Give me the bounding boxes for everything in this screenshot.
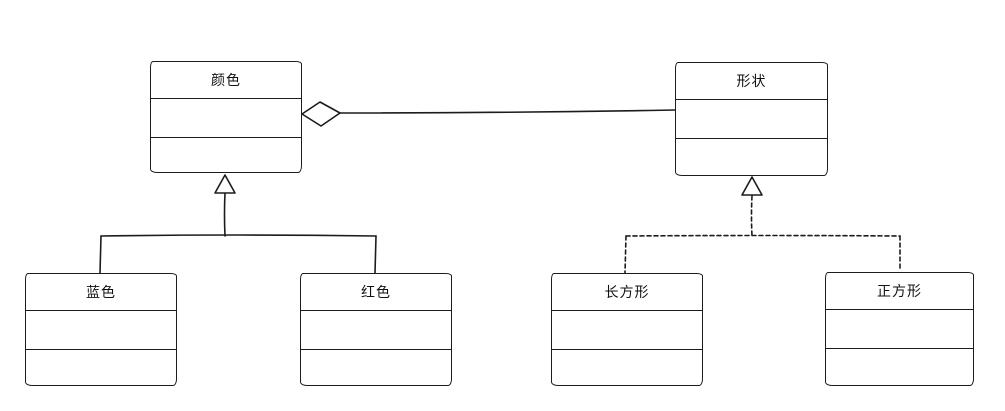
attributes-compartment: [676, 99, 827, 138]
methods-compartment: [552, 349, 702, 385]
hollow-diamond-icon: [301, 101, 341, 127]
attributes-compartment: [552, 310, 702, 349]
class-title: 颜色: [211, 72, 241, 88]
generalization-connector-color[interactable]: [99, 174, 377, 274]
methods-compartment: [26, 349, 176, 385]
class-title: 正方形: [877, 283, 922, 299]
class-box-shape[interactable]: 形状: [675, 62, 828, 176]
generalization-drop-blue-line: [99, 235, 102, 274]
class-title: 形状: [736, 73, 767, 89]
methods-compartment: [151, 137, 301, 172]
class-title: 蓝色: [86, 284, 116, 300]
realization-stem-line: [750, 195, 753, 237]
methods-compartment: [826, 348, 973, 385]
attributes-compartment: [826, 309, 973, 348]
generalization-crossbar-line: [100, 234, 377, 237]
class-box-square[interactable]: 正方形: [825, 272, 974, 386]
methods-compartment: [301, 349, 451, 385]
aggregation-line: [339, 109, 676, 114]
aggregation-connector[interactable]: [301, 101, 676, 127]
attributes-compartment: [301, 310, 451, 349]
attributes-compartment: [151, 98, 301, 137]
attributes-compartment: [26, 310, 176, 349]
methods-compartment: [676, 138, 827, 175]
class-box-blue[interactable]: 蓝色: [25, 273, 177, 386]
class-box-rectangle[interactable]: 长方形: [551, 273, 703, 386]
hollow-triangle-icon: [214, 174, 236, 194]
class-box-color[interactable]: 颜色: [150, 61, 302, 173]
realization-connector-shape[interactable]: [624, 176, 901, 274]
class-box-red[interactable]: 红色: [300, 273, 452, 386]
class-title: 红色: [361, 284, 391, 300]
realization-crossbar-line: [625, 234, 901, 237]
generalization-drop-red-line: [374, 235, 377, 274]
hollow-triangle-icon: [741, 176, 763, 196]
generalization-stem-line: [223, 192, 226, 237]
class-title: 长方形: [604, 284, 650, 300]
realization-drop-rectangle-line: [624, 235, 627, 274]
